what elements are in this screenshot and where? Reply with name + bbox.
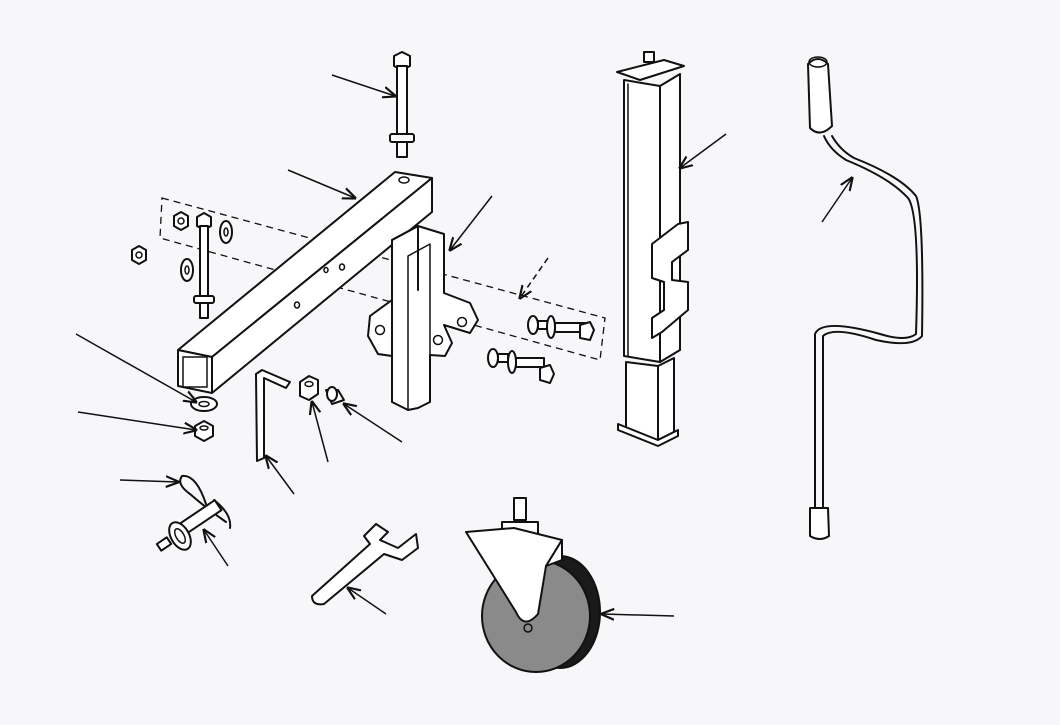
hex-key <box>255 369 291 462</box>
caster-wheel <box>465 497 601 673</box>
wrench <box>311 523 419 606</box>
leader-flat-washer <box>75 333 196 402</box>
bolt-lower <box>487 348 555 384</box>
leader-bracket <box>450 195 493 250</box>
flat-washer <box>190 396 218 412</box>
leader-arrows <box>75 74 852 616</box>
hardware-group-outline <box>159 197 606 361</box>
lock-nut <box>194 420 214 442</box>
leader-hardware-group <box>520 257 549 298</box>
leader-hex-key <box>266 456 295 495</box>
square-tube <box>177 171 433 394</box>
spacer-sleeve <box>325 386 345 405</box>
leader-long-bolt <box>331 74 395 96</box>
hex-nut <box>299 375 319 401</box>
leader-crank-handle <box>821 178 852 223</box>
hitch-pin <box>155 474 232 552</box>
leader-jack-column <box>680 133 727 168</box>
crank-handle <box>807 56 924 540</box>
jack-column <box>616 51 689 447</box>
mounting-bracket <box>367 225 479 411</box>
leader-caster-wheel <box>602 614 675 616</box>
leader-spacer <box>344 404 403 443</box>
long-bolt <box>389 51 415 158</box>
leader-wrench <box>348 588 387 615</box>
leader-hex-nut <box>312 402 329 463</box>
leader-hitch-ring <box>119 480 178 482</box>
hardware-group <box>131 211 595 384</box>
leader-hitch-pin <box>204 530 229 567</box>
leader-square-tube <box>287 169 355 198</box>
bolt-upper <box>527 315 595 341</box>
leader-lock-nut <box>77 411 196 430</box>
